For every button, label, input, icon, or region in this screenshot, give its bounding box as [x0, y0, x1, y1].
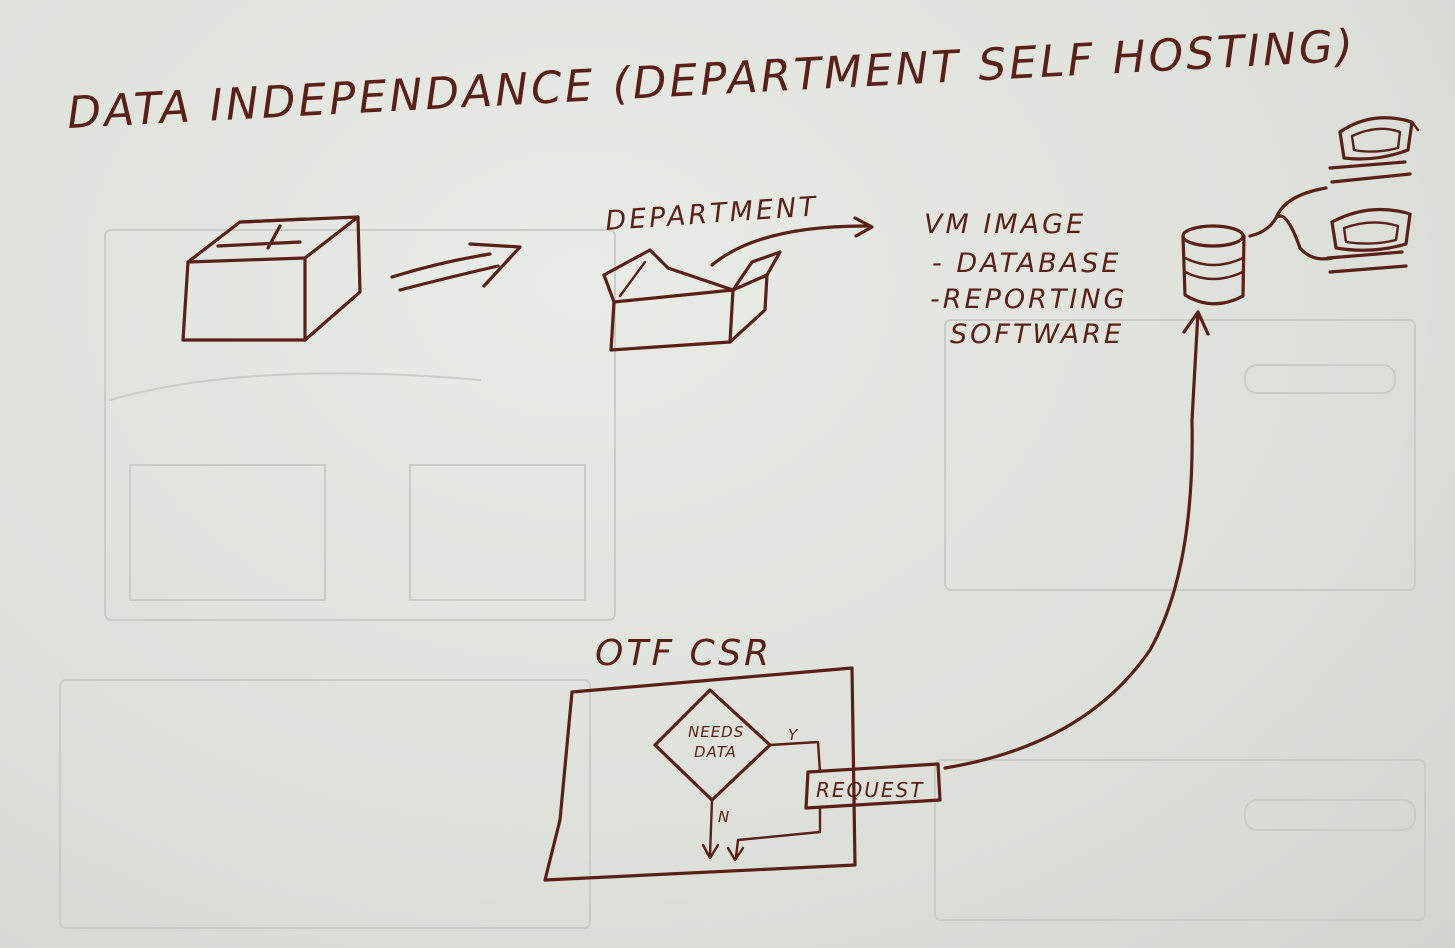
network-connection-icon [1248, 186, 1334, 261]
return-flow-line [734, 806, 822, 859]
arrow-to-vm-image-icon [710, 224, 872, 267]
arrowhead-icon [701, 843, 720, 860]
request-label: REQUEST [816, 778, 924, 802]
yes-label: Y [788, 726, 799, 744]
vm-image-heading: VM IMAGE [924, 209, 1086, 240]
arrowhead-icon [726, 846, 745, 862]
decision-text: DATA [694, 743, 737, 761]
arrowhead-icon [853, 216, 874, 238]
yes-flow-line [768, 740, 822, 774]
computer-icon [1328, 116, 1420, 184]
open-box-icon [602, 248, 782, 352]
department-label: DEPARTMENT [604, 191, 819, 237]
vm-image-item: - DATABASE [932, 248, 1121, 279]
otf-csr-title: OTF CSR [595, 633, 772, 674]
bleed-through-sketch [59, 229, 1426, 929]
no-label: N [718, 808, 730, 826]
closed-box-icon [181, 215, 362, 342]
no-flow-line [708, 798, 714, 857]
request-box [804, 762, 942, 810]
vm-image-item: -REPORTING [930, 284, 1127, 315]
computer-icon [1326, 207, 1412, 274]
arrowhead-icon [1182, 310, 1210, 336]
request-to-database-arrow-icon [943, 310, 1200, 770]
diagram-title: DATA INDEPENDANCE (DEPARTMENT SELF HOSTI… [66, 21, 1357, 139]
vm-image-block: VM IMAGE - DATABASE -REPORTING SOFTWARE [924, 209, 1127, 350]
database-icon [1181, 224, 1246, 306]
arrow-to-department-icon [390, 242, 522, 292]
decision-text: NEEDS [688, 723, 744, 741]
vm-image-item: SOFTWARE [950, 319, 1124, 350]
otf-csr-frame [543, 666, 857, 882]
